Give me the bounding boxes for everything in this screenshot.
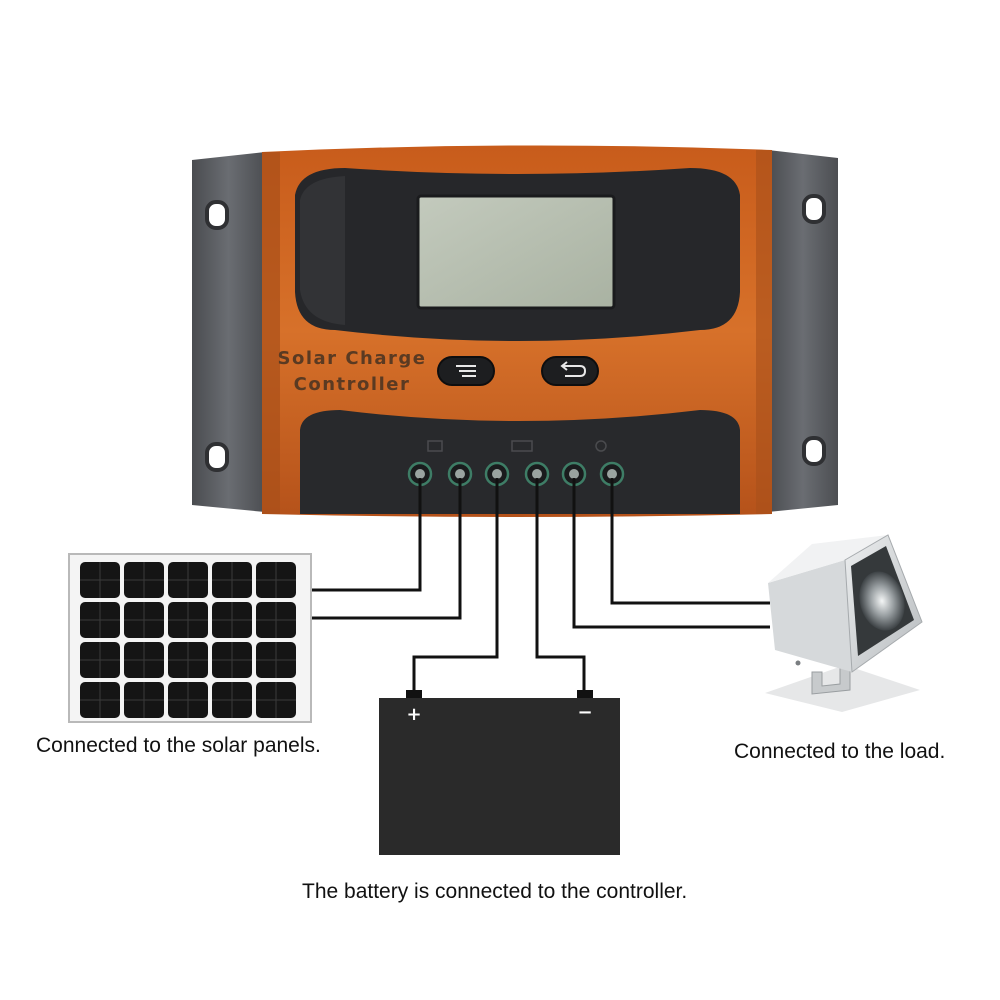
- battery: + −: [379, 690, 620, 855]
- wires: [312, 478, 770, 692]
- left-mount-bracket: [192, 152, 265, 512]
- menu-button[interactable]: [437, 356, 495, 386]
- battery-positive-sign: +: [406, 704, 421, 725]
- lamp-lens: [859, 571, 905, 631]
- display-panel-shade: [300, 176, 345, 325]
- wire-battery-negative: [535, 478, 586, 692]
- battery-negative-post: [577, 690, 593, 699]
- lcd-screen: [416, 194, 616, 310]
- caption-load: Connected to the load.: [734, 740, 946, 763]
- menu-icon: [456, 365, 476, 377]
- terminal-screw: [484, 461, 510, 487]
- load-floodlight: [765, 534, 923, 712]
- wire-load-positive: [572, 478, 770, 629]
- terminal-panel: [300, 410, 740, 514]
- lamp-body-left: [768, 560, 852, 672]
- controller-body-edge-right: [756, 150, 772, 514]
- charge-controller: Solar Charge Controller: [192, 145, 838, 518]
- wire-load-negative: [610, 478, 770, 605]
- caption-solar: Connected to the solar panels.: [36, 734, 321, 757]
- terminal-screw: [524, 461, 550, 487]
- solar-panel: [68, 553, 312, 723]
- right-mount-bracket: [768, 150, 838, 512]
- battery-negative-sign: −: [577, 702, 592, 723]
- right-upper-slot: [802, 194, 826, 224]
- terminal-icons: [427, 440, 607, 452]
- wire-solar-negative: [312, 478, 462, 620]
- controller-body-edge: [262, 152, 280, 514]
- controller-label-line1: Solar Charge: [278, 348, 427, 369]
- controller-label-line2: Controller: [294, 374, 411, 395]
- lamp-body-top: [768, 535, 888, 583]
- right-lower-slot: [802, 436, 826, 466]
- caption-battery: The battery is connected to the controll…: [302, 880, 688, 903]
- battery-case: [379, 698, 620, 855]
- wire-solar-positive: [312, 478, 422, 592]
- solar-cell-grid: [80, 562, 296, 718]
- battery-positive-post: [406, 690, 422, 699]
- lamp-screw: [795, 660, 801, 666]
- terminal-screw: [561, 461, 587, 487]
- return-icon: [560, 361, 587, 377]
- wire-battery-positive: [412, 478, 499, 692]
- left-lower-slot: [205, 442, 229, 472]
- back-button[interactable]: [541, 356, 599, 386]
- left-upper-slot: [205, 200, 229, 230]
